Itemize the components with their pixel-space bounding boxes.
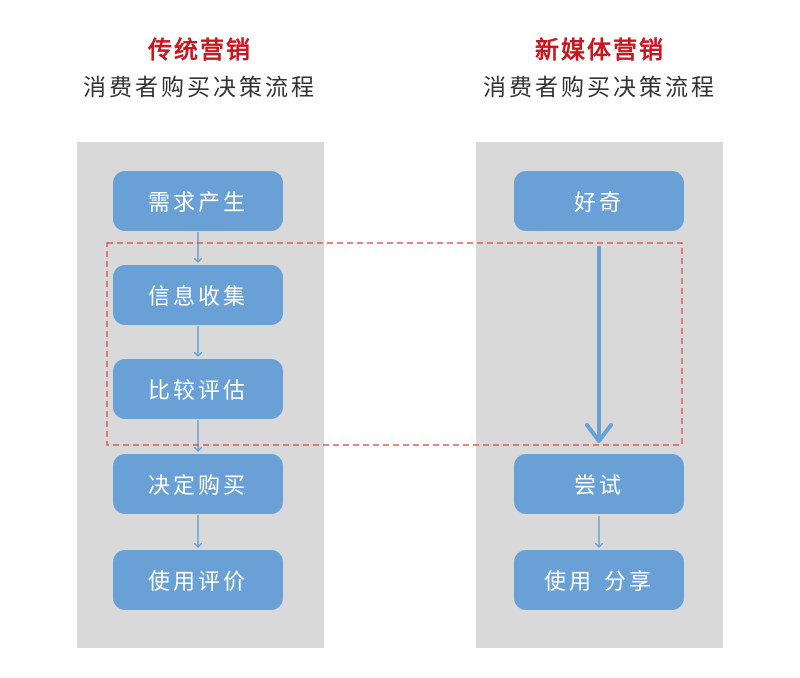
step-need-arises: 需求产生	[113, 171, 283, 231]
step-information-search: 信息收集	[113, 265, 283, 325]
new-media-title: 新媒体营销	[535, 36, 665, 64]
traditional-subtitle: 消费者购买决策流程	[83, 75, 317, 101]
step-use-evaluate: 使用评价	[113, 550, 283, 610]
step-try: 尝试	[514, 454, 684, 514]
traditional-title: 传统营销	[148, 36, 252, 64]
step-purchase-decision: 决定购买	[113, 454, 283, 514]
arrow-curious-to-try-head	[585, 423, 613, 443]
step-use-share: 使用 分享	[514, 550, 684, 610]
step-curiosity: 好奇	[514, 171, 684, 231]
new-media-subtitle: 消费者购买决策流程	[483, 75, 717, 101]
step-compare-evaluate: 比较评估	[113, 359, 283, 419]
highlight-dashed-box	[106, 242, 683, 446]
